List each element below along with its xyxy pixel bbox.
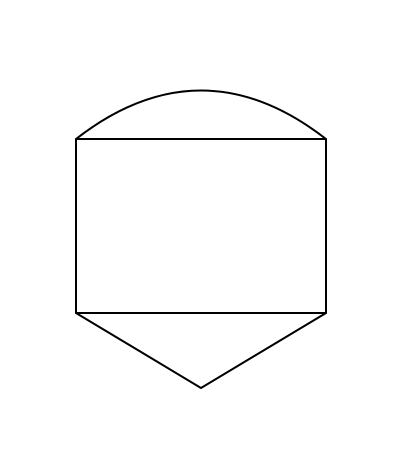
rectangle-body (75, 138, 327, 314)
bottom-triangular-point (75, 312, 327, 389)
top-arc-cap (75, 89, 327, 140)
